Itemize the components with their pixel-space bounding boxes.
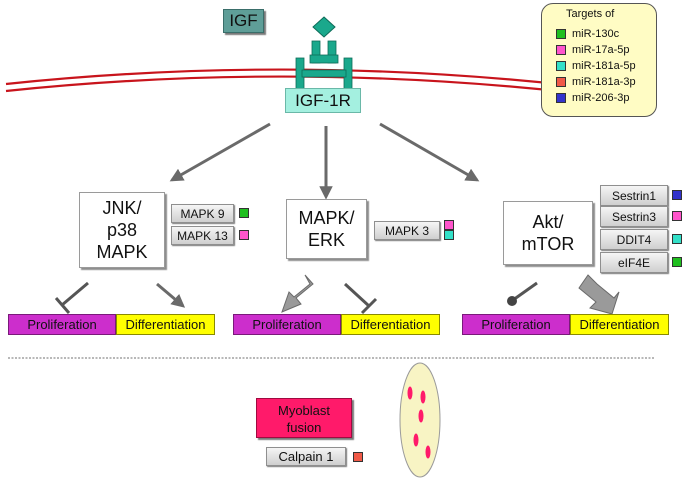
jnk-line-3: MAPK (96, 242, 148, 262)
jnk-line-1: JNK/ (102, 198, 142, 218)
target-label: Calpain 1 (278, 449, 334, 464)
arrow-receptor-to-akt (379, 122, 480, 182)
target-eif4e: eIF4E (600, 252, 668, 273)
mirna-marker (239, 208, 249, 218)
outcome-label: Differentiation (579, 317, 660, 332)
igf-ligand-label: IGF (223, 9, 264, 33)
erk-differentiation-box: Differentiation (341, 314, 440, 335)
akt-mtor-node: Akt/ mTOR (503, 201, 593, 265)
mirna-marker (672, 190, 682, 200)
fat-arrow-akt-to-differentiation (578, 274, 620, 315)
target-calpain1: Calpain 1 (266, 447, 346, 466)
igf-ligand-diamond-icon (312, 16, 336, 38)
outcome-label: Differentiation (125, 317, 206, 332)
arrow-receptor-to-jnk (169, 122, 271, 182)
fusion-line-1: Myoblast (277, 403, 331, 418)
legend-label: miR-206-3p (572, 92, 630, 104)
outcome-label: Differentiation (350, 317, 431, 332)
mapk-erk-node: MAPK/ ERK (286, 199, 367, 259)
target-mapk13: MAPK 13 (171, 226, 234, 245)
legend-item: miR-181a-5p (556, 58, 656, 74)
arrow-jnk-to-differentiation (156, 282, 186, 308)
jnk-differentiation-box: Differentiation (116, 314, 215, 335)
erk-line-1: MAPK/ (298, 208, 355, 228)
jnk-proliferation-box: Proliferation (8, 314, 116, 335)
legend-swatch (556, 77, 566, 87)
igf-1r-label: IGF-1R (285, 88, 361, 113)
jnk-line-2: p38 (106, 220, 138, 240)
target-ddit4: DDIT4 (600, 229, 668, 250)
fat-arrow-erk-to-proliferation (281, 274, 314, 313)
myoblast-cell-icon (399, 362, 441, 478)
legend-item: miR-181a-3p (556, 74, 656, 90)
fusion-line-2: fusion (286, 420, 322, 435)
legend-title: Targets of (566, 8, 615, 20)
akt-line-1: Akt/ (532, 212, 564, 232)
legend-label: miR-181a-3p (572, 76, 636, 88)
myoblast-fusion-box: Myoblast fusion (256, 398, 352, 438)
erk-proliferation-box: Proliferation (233, 314, 341, 335)
target-sestrin1: Sestrin1 (600, 185, 668, 206)
legend-label: miR-130c (572, 28, 620, 40)
legend-item: miR-206-3p (556, 90, 656, 106)
legend-label: miR-17a-5p (572, 44, 630, 56)
mirna-marker (444, 230, 454, 240)
inhibition-erk-differentiation (343, 282, 378, 315)
target-label: MAPK 13 (177, 228, 228, 243)
target-label: Sestrin3 (611, 209, 657, 224)
erk-line-2: ERK (307, 230, 345, 250)
target-label: Sestrin1 (611, 188, 657, 203)
target-label: DDIT4 (616, 232, 652, 247)
akt-line-2: mTOR (521, 234, 575, 254)
target-mapk3: MAPK 3 (374, 221, 440, 240)
inhibition-jnk-proliferation (54, 281, 89, 314)
mirna-marker (672, 234, 682, 244)
mirna-marker (672, 211, 682, 221)
connector-akt-to-proliferation (512, 281, 538, 302)
legend-item: miR-130c (556, 26, 656, 42)
target-label: MAPK 3 (384, 223, 429, 238)
legend-swatch (556, 93, 566, 103)
outcome-label: Proliferation (252, 317, 322, 332)
target-mapk9: MAPK 9 (171, 204, 234, 223)
legend-swatch (556, 29, 566, 39)
legend-swatch (556, 45, 566, 55)
akt-differentiation-box: Differentiation (570, 314, 669, 335)
target-label: eIF4E (617, 255, 650, 270)
mirna-marker (353, 452, 363, 462)
igf-1r-label-text: IGF-1R (295, 90, 351, 110)
outcome-label: Proliferation (27, 317, 97, 332)
inhibition-dot-akt-proliferation (507, 296, 517, 306)
target-label: MAPK 9 (180, 206, 225, 221)
mirna-marker (444, 220, 454, 230)
outcome-label: Proliferation (481, 317, 551, 332)
akt-proliferation-box: Proliferation (462, 314, 570, 335)
legend-item: miR-17a-5p (556, 42, 656, 58)
legend-label: miR-181a-5p (572, 60, 636, 72)
legend-swatch (556, 61, 566, 71)
igf-label-text: IGF (229, 11, 258, 30)
target-sestrin3: Sestrin3 (600, 206, 668, 227)
legend-box: Targets of miR-130c miR-17a-5p miR-181a-… (541, 3, 657, 117)
jnk-p38-mapk-node: JNK/ p38 MAPK (79, 192, 165, 268)
igf-1r-receptor-icon (295, 40, 353, 91)
mirna-marker (672, 257, 682, 267)
mirna-marker (239, 230, 249, 240)
